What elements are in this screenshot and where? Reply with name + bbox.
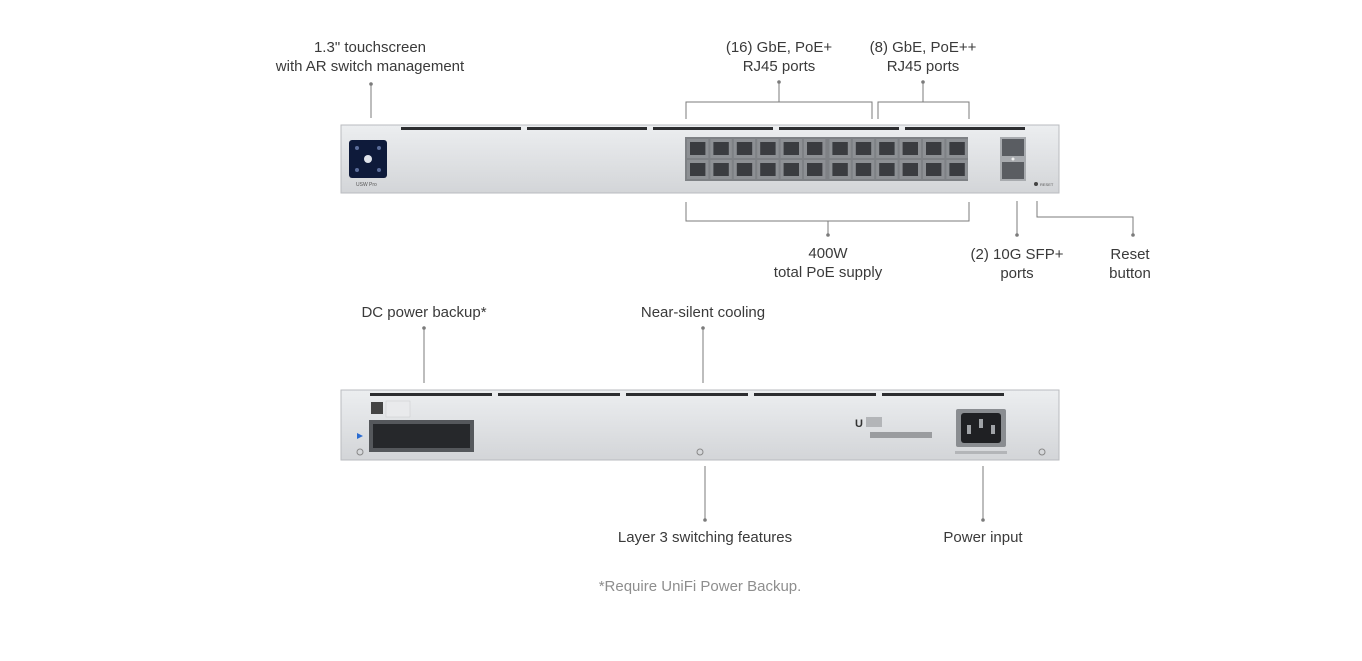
rj45-port-socket xyxy=(949,163,965,176)
screw-icon xyxy=(696,448,704,456)
ubiquiti-logo-icon: U xyxy=(855,418,863,430)
regulatory-text xyxy=(866,417,882,427)
screw-icon xyxy=(1038,448,1046,456)
sfp-port-2 xyxy=(1002,162,1024,179)
rj45-port-socket xyxy=(855,142,872,155)
qr-code xyxy=(371,402,383,414)
reset-button-label-line1: Reset xyxy=(1110,246,1150,263)
sfp-ports-label-line1: (2) 10G SFP+ xyxy=(970,246,1064,263)
rj45-port-socket xyxy=(690,163,706,176)
reset-button-label: Reset button xyxy=(1090,245,1170,283)
front-panel: USW Pro RESET xyxy=(340,124,1060,194)
regulatory-marks xyxy=(870,432,932,438)
power-input-label: Power input xyxy=(943,529,1023,546)
poe-supply-label-line2: total PoE supply xyxy=(773,264,883,281)
rj45-port-socket xyxy=(736,163,753,176)
cooling-label: Near-silent cooling xyxy=(640,304,766,321)
rj45-port-socket xyxy=(926,163,942,176)
front-vent-2 xyxy=(527,127,647,130)
rj45-port-socket xyxy=(736,142,753,155)
front-vent-4 xyxy=(779,127,899,130)
reset-text: RESET xyxy=(1040,182,1054,187)
layer3-label: Layer 3 switching features xyxy=(617,529,793,546)
front-vent-3 xyxy=(653,127,773,130)
gbe-poe-plus-label: (16) GbE, PoE+ RJ45 ports xyxy=(709,38,849,76)
sfp-ports-label: (2) 10G SFP+ ports xyxy=(957,245,1077,283)
rj45-port-socket xyxy=(713,163,729,176)
reset-button xyxy=(1034,182,1038,186)
touchscreen-label-line1: 1.3" touchscreen xyxy=(313,39,427,56)
gbe-poe-plusplus-label-line1: (8) GbE, PoE++ xyxy=(869,39,977,56)
power-rating-text xyxy=(955,451,1007,454)
dc-backup-label: DC power backup* xyxy=(361,304,487,321)
rj45-port-socket xyxy=(949,142,965,155)
touchscreen-display xyxy=(349,140,387,178)
touchscreen-label-line2: with AR switch management xyxy=(275,58,465,75)
rear-vent-1 xyxy=(370,393,492,396)
rj45-ports xyxy=(687,139,968,179)
rj45-port-socket xyxy=(855,163,872,176)
rear-vent-4 xyxy=(754,393,876,396)
rj45-port-socket xyxy=(926,142,942,155)
power-input-connector xyxy=(956,409,1006,447)
rj45-port-socket xyxy=(902,163,918,176)
footnote: *Require UniFi Power Backup. xyxy=(598,578,802,595)
poe-supply-label: 400W total PoE supply xyxy=(758,244,898,282)
rj45-port-socket xyxy=(832,163,848,176)
rj45-port-socket xyxy=(879,163,895,176)
rj45-port-socket xyxy=(807,163,823,176)
rj45-port-socket xyxy=(783,142,799,155)
gbe-poe-plusplus-label: (8) GbE, PoE++ RJ45 ports xyxy=(853,38,993,76)
rear-vent-3 xyxy=(626,393,748,396)
rj45-port-socket xyxy=(807,142,823,155)
arrow-icon xyxy=(357,433,363,439)
rear-vent-5 xyxy=(882,393,1004,396)
front-vent-5 xyxy=(905,127,1025,130)
reset-button-label-line2: button xyxy=(1109,265,1151,282)
front-vent-1 xyxy=(401,127,521,130)
rear-panel: U xyxy=(340,389,1060,461)
gbe-poe-plusplus-label-line2: RJ45 ports xyxy=(886,58,960,75)
sfp-port-block xyxy=(1000,137,1026,181)
touchscreen-label: 1.3" touchscreen with AR switch manageme… xyxy=(270,38,470,76)
rj45-port-socket xyxy=(879,142,895,155)
dc-backup-connector xyxy=(369,420,474,452)
rj45-port-socket xyxy=(760,142,776,155)
screw-icon xyxy=(356,448,364,456)
poe-supply-label-line1: 400W xyxy=(808,245,848,262)
gbe-poe-plus-label-line2: RJ45 ports xyxy=(742,58,816,75)
rj45-port-socket xyxy=(832,142,848,155)
sfp-port-1 xyxy=(1002,139,1024,156)
rj45-port-socket xyxy=(783,163,799,176)
rj45-port-socket xyxy=(760,163,776,176)
model-badge: USW Pro xyxy=(356,182,377,188)
leader-lines xyxy=(369,80,1135,522)
sfp-ports-label-line2: ports xyxy=(1000,265,1034,282)
label-sticker xyxy=(385,400,411,418)
rj45-port-socket xyxy=(690,142,706,155)
rear-vent-2 xyxy=(498,393,620,396)
rj45-port-socket xyxy=(902,142,918,155)
gbe-poe-plus-label-line1: (16) GbE, PoE+ xyxy=(725,39,833,56)
rj45-port-socket xyxy=(713,142,729,155)
